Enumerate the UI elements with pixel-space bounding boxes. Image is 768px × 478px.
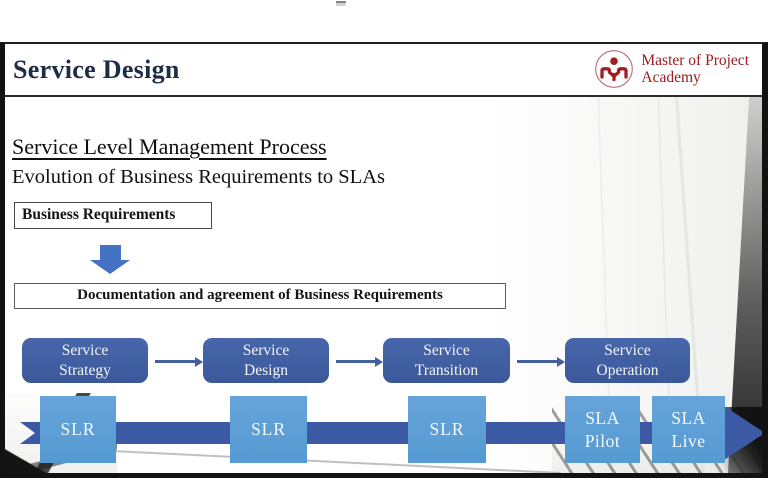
down-arrow-head-icon <box>90 260 130 274</box>
slide: Service Design Master of Project Academy… <box>0 42 768 478</box>
brand-logo-line1: Master of Project <box>641 52 749 69</box>
documentation-agreement-box: Documentation and agreement of Business … <box>14 283 506 309</box>
down-arrow-icon <box>100 245 121 260</box>
timeline-sla-live: SLA Live <box>652 396 725 463</box>
academy-logo-icon <box>595 50 634 88</box>
screen-artifact-icon <box>336 1 346 6</box>
timeline-slr-2: SLR <box>230 396 307 463</box>
brand-logo-text: Master of Project Academy <box>641 52 749 86</box>
background-photo-line <box>90 449 561 473</box>
title-bar: Service Design Master of Project Academy <box>5 44 762 97</box>
page-title: Service Design <box>13 54 180 84</box>
section-subheading: Evolution of Business Requirements to SL… <box>12 166 385 188</box>
stage-service-strategy: Service Strategy <box>22 338 148 383</box>
timeline-slr-1: SLR <box>40 396 116 463</box>
stage-service-transition: Service Transition <box>383 338 510 383</box>
connector-arrow-icon <box>517 357 565 366</box>
connector-arrow-icon <box>155 357 203 366</box>
business-requirements-box: Business Requirements <box>14 202 212 229</box>
connector-arrow-icon <box>336 357 383 366</box>
stage-service-operation: Service Operation <box>565 338 690 383</box>
timeline-arrow-band <box>20 422 725 444</box>
timeline-slr-3: SLR <box>408 396 486 463</box>
timeline-sla-pilot: SLA Pilot <box>565 396 640 463</box>
stage-service-design: Service Design <box>203 338 329 383</box>
section-heading: Service Level Management Process <box>12 134 327 159</box>
brand-logo: Master of Project Academy <box>594 49 749 89</box>
brand-logo-line2: Academy <box>641 69 701 86</box>
